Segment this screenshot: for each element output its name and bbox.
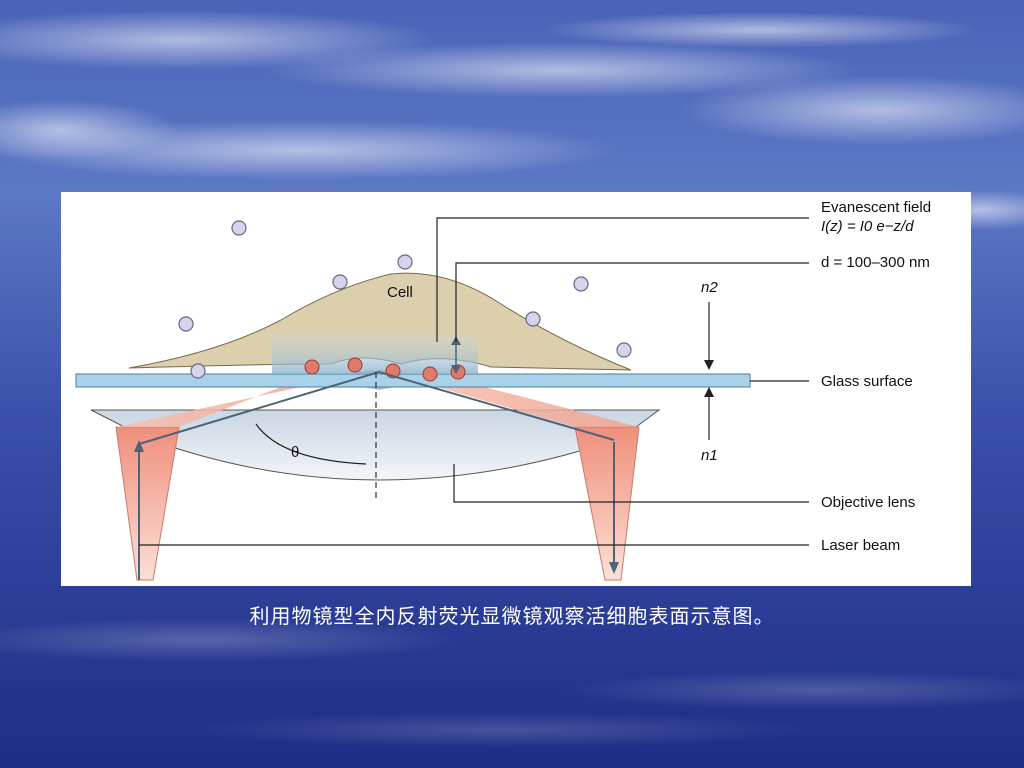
depth-label: d = 100–300 nm — [821, 254, 930, 271]
objective-lens-label: Objective lens — [821, 494, 915, 511]
fluorophores — [304, 357, 466, 382]
evanescent-title: Evanescent field — [821, 199, 931, 216]
n2-label: n2 — [701, 279, 718, 296]
evanescent-formula: I(z) = I0 e−z/d — [821, 218, 914, 235]
n1-label: n1 — [701, 447, 718, 464]
laser-beam-label: Laser beam — [821, 537, 900, 554]
glass-slide — [75, 373, 751, 388]
figure-caption: 利用物镜型全内反射荧光显微镜观察活细胞表面示意图。 — [249, 604, 775, 628]
tirf-diagram: Cell — [61, 192, 971, 586]
laser-beam-right — [574, 426, 640, 581]
particles — [178, 220, 632, 379]
theta-label: θ — [291, 444, 299, 461]
glass-surface-label: Glass surface — [821, 373, 913, 390]
cell-label: Cell — [387, 284, 413, 301]
evanescent-field — [272, 334, 478, 374]
laser-beam-left — [115, 426, 180, 581]
